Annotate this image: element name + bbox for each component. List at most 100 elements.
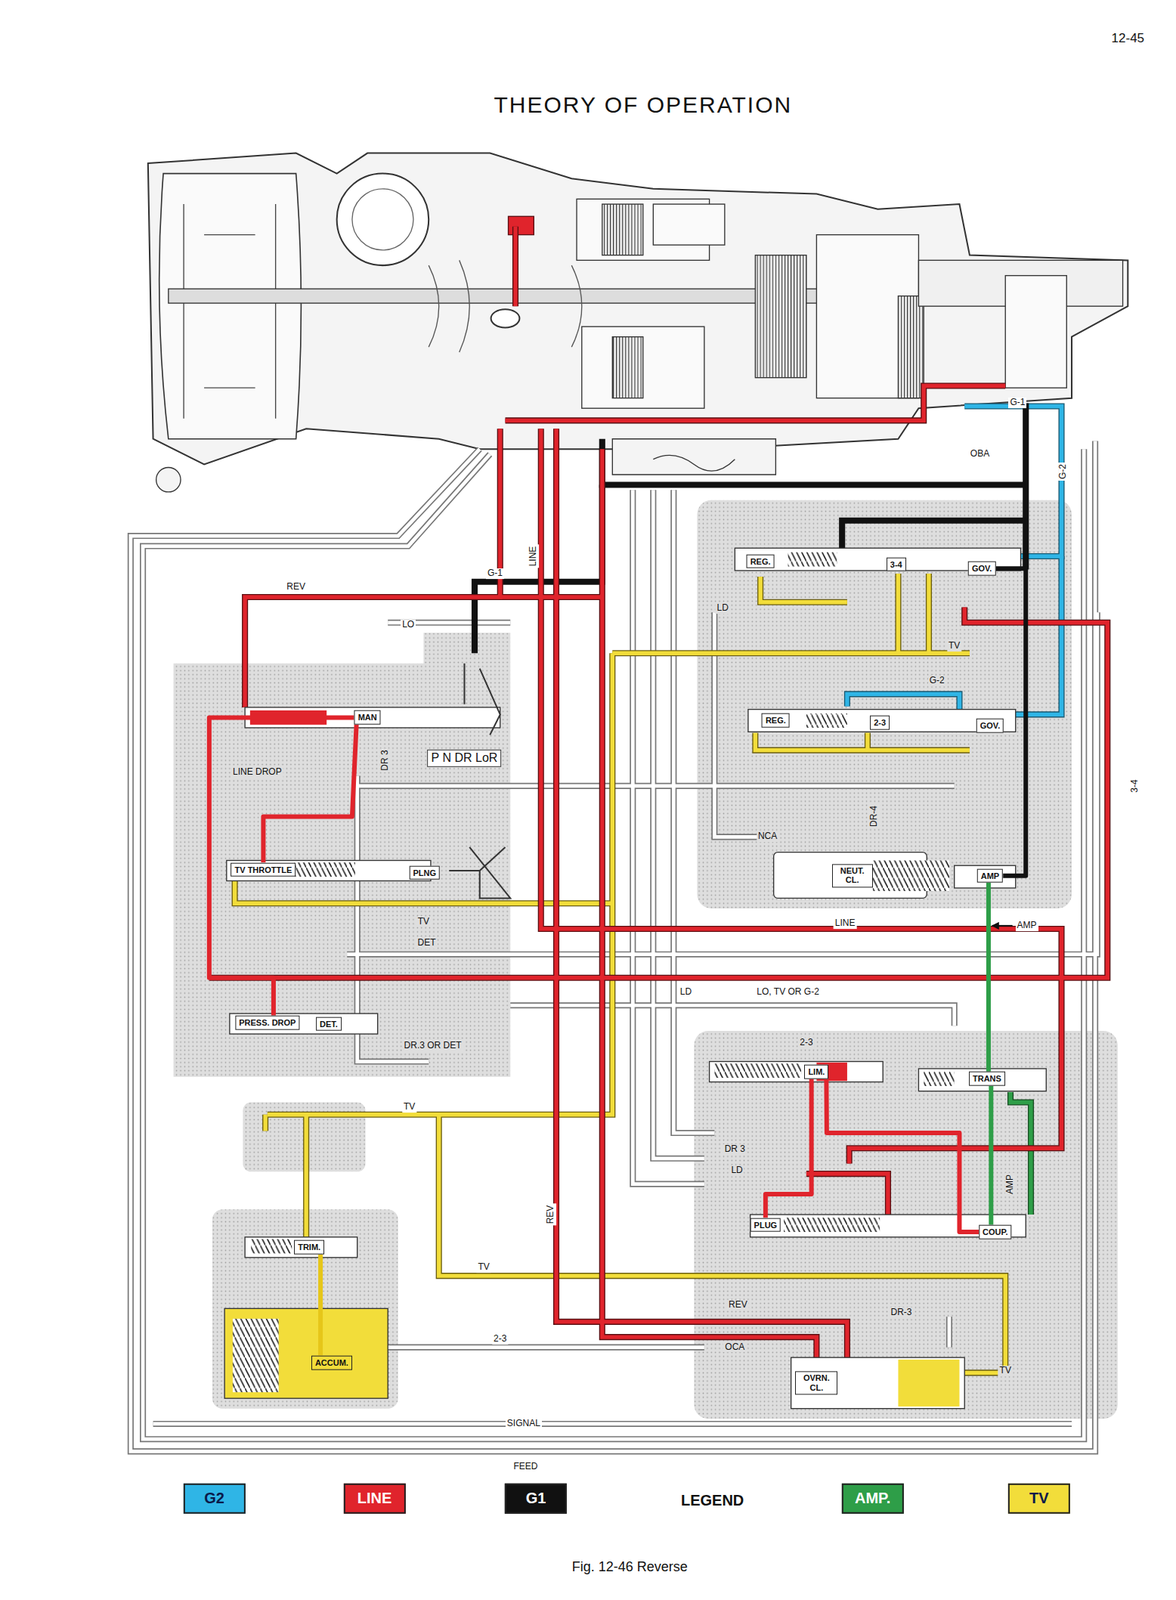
clutch-drum bbox=[581, 326, 705, 409]
passage-label: LO, TV OR G-2 bbox=[755, 987, 821, 998]
pointer-arrow bbox=[992, 925, 1013, 927]
valve-label-box: COUP. bbox=[978, 1225, 1012, 1240]
spring-symbol bbox=[714, 1063, 802, 1078]
valve-name: AMP bbox=[981, 870, 1000, 881]
passage-label: DR-3 bbox=[888, 1307, 913, 1319]
valve-name: NEUT. CL. bbox=[835, 866, 870, 886]
passage-label: G-1 bbox=[485, 568, 505, 579]
valve-label-box: REG. bbox=[746, 553, 775, 569]
spring-symbol bbox=[783, 1217, 880, 1232]
valve-name: GOV. bbox=[980, 721, 1001, 731]
amp-line-edge bbox=[1010, 1092, 1031, 1215]
valve-name: MAN bbox=[358, 712, 378, 723]
valve-name: REG. bbox=[765, 715, 787, 726]
passage-label: TV bbox=[476, 1262, 491, 1273]
valve-label-box: GOV. bbox=[976, 718, 1005, 734]
valve-name: PLUG bbox=[754, 1219, 778, 1230]
line-pressure-edge bbox=[209, 226, 1108, 1360]
spring-symbol bbox=[232, 1318, 279, 1393]
valve-bore bbox=[226, 860, 431, 881]
torque-converter bbox=[159, 173, 302, 440]
hydraulic-connector bbox=[765, 1078, 812, 1218]
hydraulic-connector bbox=[826, 1078, 979, 1232]
valve-name: TRANS bbox=[972, 1073, 1002, 1084]
passage-label: TV bbox=[998, 1365, 1013, 1377]
legend-swatch: AMP. bbox=[841, 1482, 904, 1514]
passage-label: REV bbox=[284, 581, 307, 593]
valve-name: 3-4 bbox=[890, 559, 903, 570]
valve-label-box: LIM. bbox=[804, 1064, 829, 1080]
hydraulic-connector bbox=[988, 1086, 994, 1226]
passage-label: TV bbox=[416, 916, 431, 928]
legend-swatch: LINE bbox=[343, 1482, 406, 1514]
passage-label: LEGEND bbox=[679, 1491, 746, 1510]
valve-bore bbox=[244, 1237, 358, 1258]
passage-label: REV bbox=[545, 1203, 557, 1226]
overrun-tv-chamber bbox=[897, 1359, 960, 1407]
valve-name: LIM. bbox=[807, 1067, 825, 1077]
spring-symbol bbox=[294, 862, 356, 877]
hydraulic-connector bbox=[318, 1254, 323, 1356]
legend-text: TV bbox=[1029, 1489, 1050, 1508]
accumulator-body bbox=[224, 1308, 388, 1399]
figure-caption: Fig. 12-46 Reverse bbox=[570, 1559, 690, 1576]
passage-label: OBA bbox=[968, 448, 991, 460]
valve-label-box: 2-3 bbox=[869, 715, 890, 731]
valve-label-box: PRESS. DROP bbox=[235, 1015, 300, 1031]
valve-name: TV THROTTLE bbox=[235, 864, 293, 875]
spring-symbol bbox=[872, 860, 950, 892]
gear-teeth bbox=[755, 255, 807, 378]
valve-bore bbox=[709, 1061, 884, 1083]
spring-symbol bbox=[250, 1239, 292, 1254]
passage-label: LD bbox=[729, 1165, 744, 1176]
valve-label-box: MAN bbox=[354, 710, 381, 725]
valve-body-panel bbox=[696, 500, 1072, 909]
legend-swatch: G2 bbox=[182, 1482, 245, 1514]
hydraulic-connector bbox=[209, 717, 355, 1016]
passage-label: DET bbox=[416, 937, 438, 949]
passage-label: TV bbox=[402, 1101, 417, 1113]
passage-label: 3-4 bbox=[1129, 777, 1141, 794]
page-title: THEORY OF OPERATION bbox=[492, 92, 794, 119]
passage-label: G-1 bbox=[1008, 398, 1027, 409]
throttle-linkage bbox=[448, 847, 511, 899]
passage-label: AMP bbox=[1015, 920, 1039, 932]
empty-passage-edge bbox=[130, 440, 1098, 1452]
page-number: 12-45 bbox=[1110, 31, 1146, 47]
pump-ring bbox=[491, 309, 520, 328]
passage-label: P N DR LoR bbox=[427, 749, 502, 767]
valve-name: ACCUM. bbox=[315, 1358, 349, 1368]
passage-label: NCA bbox=[756, 832, 779, 843]
clutch-plates bbox=[602, 204, 644, 256]
valve-body-panel bbox=[212, 1209, 399, 1409]
fluid-coupling-inner bbox=[352, 188, 414, 251]
legend-swatch: G1 bbox=[504, 1482, 567, 1514]
valve-label-box: REG. bbox=[761, 713, 790, 728]
spring-symbol bbox=[788, 552, 838, 567]
empty-passage bbox=[130, 440, 1098, 1452]
valve-label-box: OVRN. CL. bbox=[795, 1370, 838, 1395]
valve-bore bbox=[229, 1013, 378, 1034]
valve-label-box: 3-4 bbox=[886, 557, 907, 572]
valve-body-panel bbox=[693, 1030, 1118, 1419]
pump-outlet bbox=[508, 216, 535, 235]
passage-label: DR 3 bbox=[380, 748, 392, 772]
clutch-plates bbox=[897, 296, 924, 399]
detent-lever bbox=[464, 663, 500, 736]
passage-label: REV bbox=[727, 1299, 749, 1311]
pan-spring bbox=[652, 454, 735, 471]
passage-label: FEED bbox=[511, 1461, 539, 1473]
legend-text: G2 bbox=[204, 1489, 225, 1508]
passage-label: OCA bbox=[723, 1342, 746, 1353]
valve-label-box: TRIM. bbox=[294, 1240, 325, 1255]
valve-name: TRIM. bbox=[297, 1242, 321, 1253]
valve-name: OVRN. CL. bbox=[798, 1373, 834, 1393]
hydraulic-connector bbox=[263, 724, 356, 864]
valve-name: PLNG bbox=[413, 867, 437, 878]
passage-label: DR-4 bbox=[869, 804, 880, 829]
passage-label: LD bbox=[714, 603, 730, 614]
